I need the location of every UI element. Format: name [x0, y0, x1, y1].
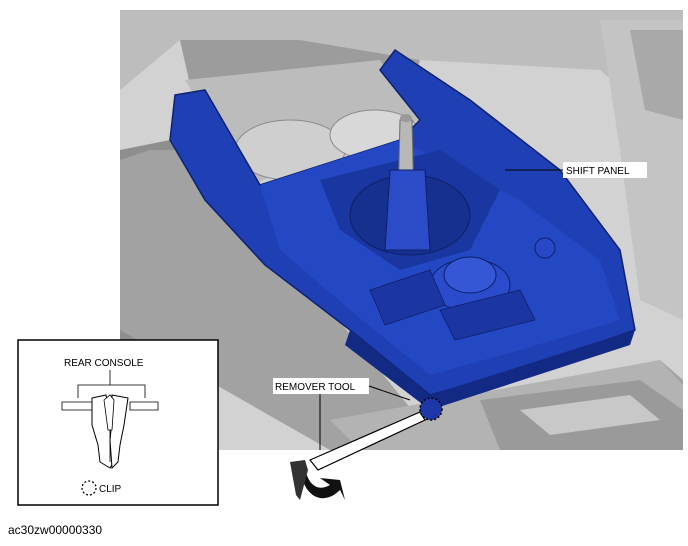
clip-location-marker	[419, 397, 443, 421]
remover-tool-callout: REMOVER TOOL	[273, 378, 411, 450]
shift-panel-label: SHIFT PANEL	[566, 166, 630, 177]
pry-direction-arrow	[290, 460, 345, 500]
shift-panel-callout: SHIFT PANEL	[505, 162, 647, 178]
rear-console-inset: REAR CONSOLE CLIP	[17, 339, 219, 506]
clip-legend-label: CLIP	[99, 484, 122, 495]
remover-tool-label: REMOVER TOOL	[275, 382, 356, 393]
clip-legend-icon	[81, 480, 97, 496]
figure-code: ac30zw00000330	[8, 523, 102, 537]
shift-panel	[169, 48, 636, 410]
inset-title: REAR CONSOLE	[64, 358, 144, 369]
